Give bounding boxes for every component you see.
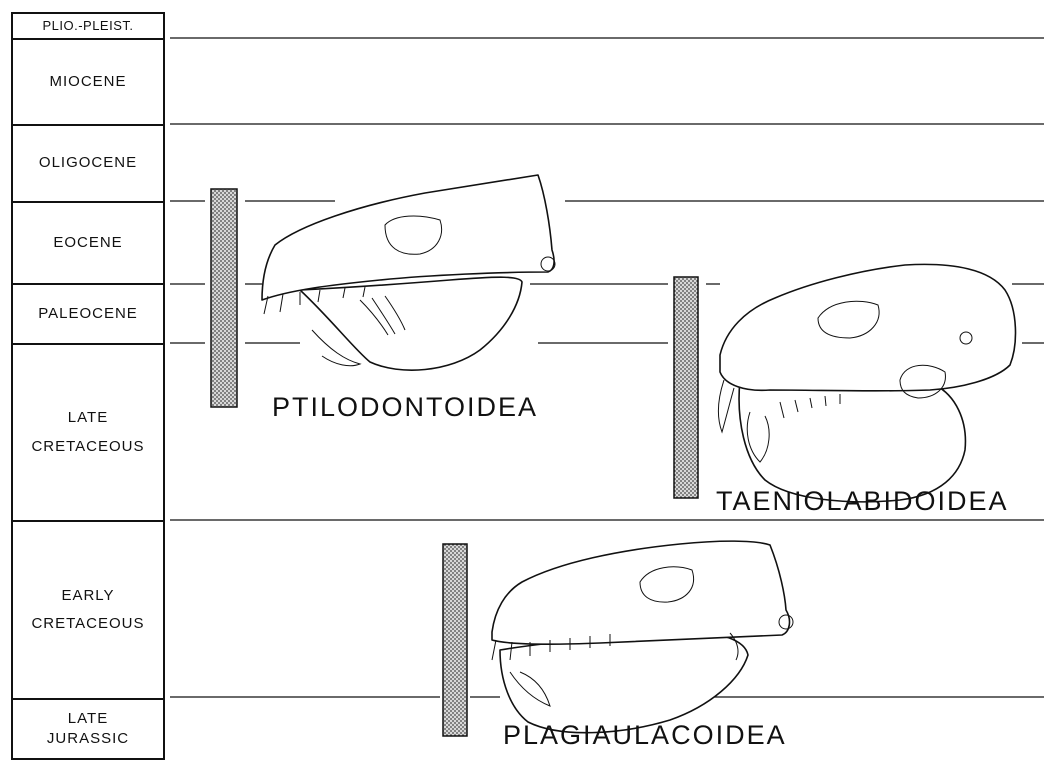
range-bar-taeniolabidoidea [674, 277, 698, 498]
taxon-label-ptilodontoidea: PTILODONTOIDEA [272, 392, 538, 423]
taxon-label-plagiaulacoidea: PLAGIAULACOIDEA [503, 720, 787, 751]
taxon-label-taeniolabidoidea: TAENIOLABIDOIDEA [716, 486, 1009, 517]
skull-plagiaulacoidea [492, 541, 793, 733]
skull-taeniolabidoidea [718, 264, 1015, 501]
range-bar-plagiaulacoidea [443, 544, 467, 736]
skull-ptilodontoidea [262, 175, 555, 370]
range-bar-ptilodontoidea [211, 189, 237, 407]
